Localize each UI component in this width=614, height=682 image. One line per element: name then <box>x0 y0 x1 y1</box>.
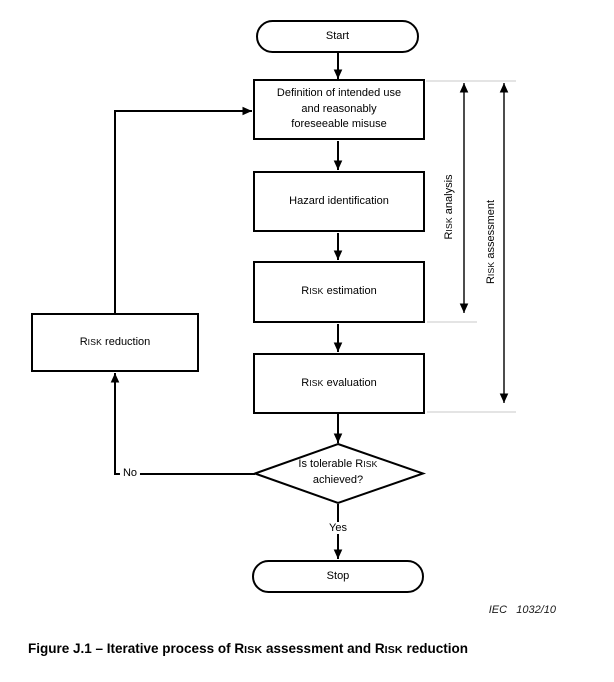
node-start: Start <box>256 20 419 53</box>
node-risk-estimation-label: RISK estimation <box>301 285 377 298</box>
node-start-label: Start <box>325 29 350 42</box>
edge-reduction-to-definition-feedback <box>114 106 252 314</box>
node-stop-label: Stop <box>326 569 350 582</box>
node-decision-label: Is tolerable RISK achieved? <box>298 458 378 486</box>
figure-credit: IEC 1032/10 <box>488 604 556 616</box>
figure-caption: Figure J.1 – Iterative process of RISK a… <box>28 641 469 656</box>
node-hazard-identification-label: Hazard identification <box>289 194 389 207</box>
decision-diamond-shape <box>252 442 427 505</box>
node-risk-reduction-label: RISK reduction <box>79 335 151 348</box>
edge-label-yes: Yes <box>326 522 350 534</box>
node-definition: Definition of intended use and reasonabl… <box>253 79 425 140</box>
node-definition-label: Definition of intended use and reasonabl… <box>276 86 402 131</box>
edge-decision-to-reduction-no <box>110 373 255 475</box>
node-risk-estimation: RISK estimation <box>253 261 425 323</box>
bracket-label-risk-assessment: RISK assessment <box>485 199 497 285</box>
node-risk-reduction: RISK reduction <box>31 313 199 372</box>
node-risk-evaluation: RISK evaluation <box>253 353 425 414</box>
node-hazard-identification: Hazard identification <box>253 171 425 232</box>
bracket-label-risk-analysis: RISK analysis <box>443 174 455 240</box>
node-stop: Stop <box>252 560 424 593</box>
edge-label-no: No <box>119 467 141 479</box>
node-risk-evaluation-label: RISK evaluation <box>301 376 377 389</box>
